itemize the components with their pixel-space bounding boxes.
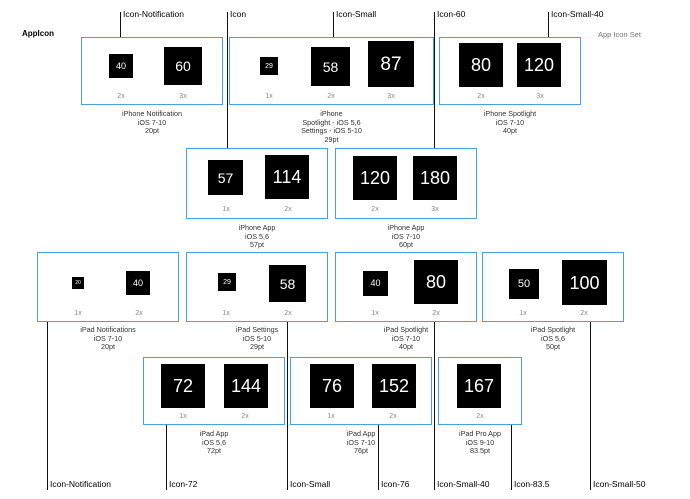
icon-slot-29[interactable]: 29 <box>218 273 236 291</box>
callout-line-83-bottom <box>511 423 512 490</box>
icon-set-iphone-spotlight-settings[interactable]: 29 58 87 1x 2x 3x <box>229 37 434 105</box>
callout-icon-notification: Icon-Notification <box>123 9 184 19</box>
icon-set-iphone-app-710[interactable]: 120 180 2x 3x <box>335 148 477 219</box>
asset-set-label: App Icon Set <box>598 30 641 39</box>
scale-label: 1x <box>222 206 230 213</box>
caption-ipad-notifications: iPad Notifications iOS 7-10 20pt <box>80 325 136 352</box>
icon-slot-167[interactable]: 167 <box>457 364 501 408</box>
caption-iphone-spotlight: iPhone Spotlight iOS 7-10 40pt <box>483 109 537 136</box>
icon-slot-80[interactable]: 80 <box>414 260 458 304</box>
scale-label: 3x <box>179 93 187 100</box>
icon-set-iphone-app-56[interactable]: 57 114 1x 2x <box>186 148 328 219</box>
icon-slot-50[interactable]: 50 <box>509 269 539 299</box>
callout-line-small40-top <box>548 12 549 38</box>
icon-set-ipad-spotlight-710[interactable]: 40 80 1x 2x <box>335 252 477 322</box>
caption-ipad-spotlight-56: iPad Spotlight iOS 5,6 50pt <box>530 325 576 352</box>
callout-icon-small-40-bottom: Icon-Small-40 <box>437 479 490 489</box>
callout-icon-notification-bottom: Icon-Notification <box>50 479 111 489</box>
scale-label: 2x <box>580 310 588 317</box>
caption-ipad-pro-app: iPad Pro App iOS 9-10 83.5pt <box>459 429 501 456</box>
scale-label: 3x <box>387 93 395 100</box>
icon-set-ipad-notifications[interactable]: 20 40 1x 2x <box>37 252 179 322</box>
icon-slot-114[interactable]: 114 <box>265 155 309 199</box>
caption-ipad-spotlight-710: iPad Spotlight iOS 7-10 40pt <box>383 325 429 352</box>
icon-set-iphone-spotlight[interactable]: 80 120 2x 3x <box>439 37 581 105</box>
scale-label: 1x <box>179 413 187 420</box>
callout-line-60-top <box>434 12 435 148</box>
callout-line-small40-bottom <box>434 313 435 490</box>
icon-set-iphone-notification[interactable]: 40 60 2x 3x <box>81 37 223 105</box>
icon-slot-60[interactable]: 60 <box>164 47 202 85</box>
callout-icon-small-40: Icon-Small-40 <box>551 9 604 19</box>
callout-icon-76: Icon-76 <box>381 479 410 489</box>
scale-label: 1x <box>327 413 335 420</box>
icon-set-ipad-settings[interactable]: 29 58 1x 2x <box>186 252 328 322</box>
icon-slot-152[interactable]: 152 <box>372 364 416 408</box>
caption-ipad-app-56: iPad App iOS 5,6 72pt <box>199 429 229 456</box>
scale-label: 2x <box>389 413 397 420</box>
scale-label: 2x <box>476 413 484 420</box>
icon-set-ipad-app-56[interactable]: 72 144 1x 2x <box>143 357 285 425</box>
icon-slot-120[interactable]: 120 <box>353 156 397 200</box>
callout-line-76-bottom <box>378 423 379 490</box>
icon-slot-40[interactable]: 40 <box>363 271 388 296</box>
callout-icon-small-50: Icon-Small-50 <box>593 479 646 489</box>
icon-slot-72[interactable]: 72 <box>161 364 205 408</box>
scale-label: 2x <box>327 93 335 100</box>
scale-label: 1x <box>519 310 527 317</box>
icon-slot-57[interactable]: 57 <box>208 160 243 195</box>
scale-label: 1x <box>371 310 379 317</box>
scale-label: 2x <box>284 310 292 317</box>
icon-slot-144[interactable]: 144 <box>224 364 268 408</box>
icon-set-ipad-app-710[interactable]: 76 152 1x 2x <box>290 357 432 425</box>
icon-slot-40[interactable]: 40 <box>109 54 133 78</box>
icon-slot-58[interactable]: 58 <box>311 47 350 86</box>
scale-label: 1x <box>265 93 273 100</box>
callout-icon-small-bottom: Icon-Small <box>290 479 331 489</box>
icon-slot-87[interactable]: 87 <box>368 41 414 87</box>
icon-slot-180[interactable]: 180 <box>413 156 457 200</box>
callout-line-small50-bottom <box>590 320 591 490</box>
icon-slot-76[interactable]: 76 <box>310 364 354 408</box>
icon-slot-80[interactable]: 80 <box>459 43 503 87</box>
callout-line-72-bottom <box>166 423 167 490</box>
callout-icon-small: Icon-Small <box>336 9 377 19</box>
icon-slot-120[interactable]: 120 <box>517 43 561 87</box>
scale-label: 2x <box>371 206 379 213</box>
callout-line-small-top <box>333 12 334 38</box>
icon-slot-20[interactable]: 20 <box>72 277 84 289</box>
scale-label: 1x <box>222 310 230 317</box>
callout-icon-60: Icon-60 <box>437 9 466 19</box>
caption-ipad-settings: iPad Settings iOS 5-10 29pt <box>235 325 279 352</box>
icon-slot-58[interactable]: 58 <box>269 265 306 302</box>
scale-label: 2x <box>241 413 249 420</box>
callout-line-notification-top <box>120 12 121 38</box>
scale-label: 2x <box>284 206 292 213</box>
callout-icon-83-5: Icon-83.5 <box>514 479 550 489</box>
icon-slot-29[interactable]: 29 <box>260 57 278 75</box>
asset-title: AppIcon <box>22 29 54 38</box>
caption-iphone-app-56: iPhone App iOS 5,6 57pt <box>238 223 276 250</box>
scale-label: 2x <box>135 310 143 317</box>
scale-label: 2x <box>432 310 440 317</box>
icon-set-ipad-pro-app[interactable]: 167 2x <box>438 357 522 425</box>
scale-label: 2x <box>477 93 485 100</box>
callout-line-small-bottom <box>287 313 288 490</box>
caption-ipad-app-710: iPad App iOS 7-10 76pt <box>346 429 376 456</box>
caption-iphone-spotlight-settings: iPhone Spotlight - iOS 5,6 Settings - iO… <box>301 109 362 144</box>
scale-label: 2x <box>117 93 125 100</box>
callout-icon-72: Icon-72 <box>169 479 198 489</box>
scale-label: 3x <box>536 93 544 100</box>
icon-slot-100[interactable]: 100 <box>562 260 607 305</box>
icon-set-ipad-spotlight-56[interactable]: 50 100 1x 2x <box>482 252 624 322</box>
caption-iphone-notification: iPhone Notification iOS 7-10 20pt <box>122 109 182 136</box>
icon-slot-40[interactable]: 40 <box>126 271 150 295</box>
scale-label: 3x <box>431 206 439 213</box>
callout-line-notification-bottom <box>47 320 48 490</box>
callout-line-icon-top <box>227 12 228 148</box>
caption-iphone-app-710: iPhone App iOS 7-10 60pt <box>387 223 425 250</box>
scale-label: 1x <box>74 310 82 317</box>
callout-icon: Icon <box>230 9 247 19</box>
